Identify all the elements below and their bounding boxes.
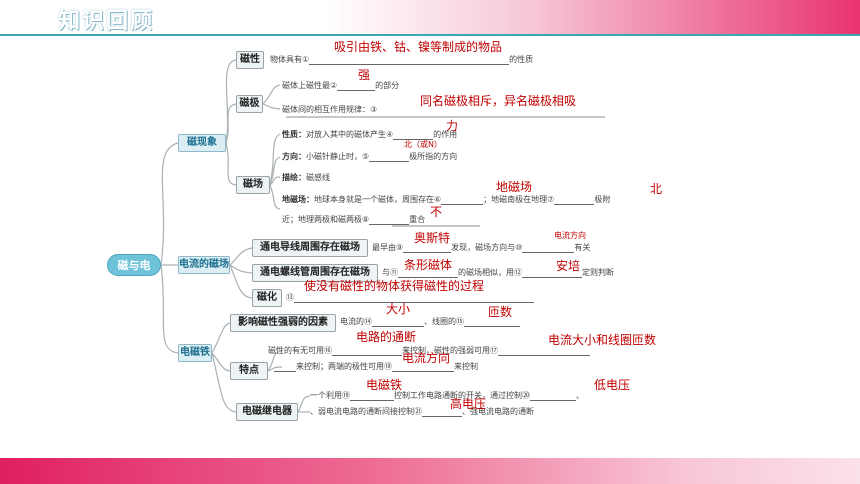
answer-7: 北 bbox=[650, 182, 663, 196]
line-3: 磁体间的相互作用规律：③ bbox=[282, 105, 378, 114]
answer-15: 匝数 bbox=[488, 305, 513, 319]
answer-10: 电流方向 bbox=[554, 231, 586, 240]
answer-2: 强 bbox=[358, 68, 371, 82]
answer-8: 不 bbox=[430, 205, 443, 219]
footer-bar bbox=[0, 458, 860, 484]
line-12: 电流的⑭、线圈的⑮ bbox=[340, 316, 520, 327]
line-11: ⑬ bbox=[286, 292, 534, 303]
node-relay: 电磁继电器 bbox=[236, 403, 298, 421]
answer-13: 使没有磁性的物体获得磁性的过程 bbox=[304, 279, 485, 293]
answer-18: 电流方向 bbox=[402, 351, 451, 365]
answer-17: 电流大小和线圈匝数 bbox=[548, 333, 657, 347]
answer-16: 电路的通断 bbox=[356, 330, 417, 344]
header-bar bbox=[0, 0, 860, 34]
line-6: 描绘：磁感线 bbox=[282, 173, 330, 182]
answer-4: 力 bbox=[446, 119, 459, 133]
category-current-magnetic-field: 电流的磁场 bbox=[178, 256, 230, 274]
answer-21: 高电压 bbox=[450, 397, 487, 411]
answer-3: 同名磁极相斥，异名磁极相吸 bbox=[420, 94, 577, 108]
node-solenoid-field: 通电螺线管周围存在磁场 bbox=[252, 264, 378, 282]
node-wire-field: 通电导线周围存在磁场 bbox=[252, 239, 368, 257]
root-node: 磁与电 bbox=[107, 254, 161, 276]
answer-12: 安培 bbox=[556, 259, 581, 273]
node-strength-factors: 影响磁性强弱的因素 bbox=[230, 314, 336, 332]
answer-5: 北（或N） bbox=[404, 140, 442, 149]
node-magnetism: 磁性 bbox=[236, 51, 264, 69]
node-magnetization: 磁化 bbox=[252, 289, 282, 307]
answer-9: 奥斯特 bbox=[414, 231, 451, 245]
answer-19: 电磁铁 bbox=[366, 378, 403, 392]
answer-20: 低电压 bbox=[594, 378, 631, 392]
answer-11: 条形磁体 bbox=[404, 258, 453, 272]
node-magnetic-field: 磁场 bbox=[236, 176, 270, 194]
node-magnetic-pole: 磁极 bbox=[236, 95, 263, 113]
category-electromagnet: 电磁铁 bbox=[178, 344, 212, 362]
answer-14: 大小 bbox=[386, 302, 411, 316]
answer-6: 地磁场 bbox=[496, 180, 533, 194]
node-features: 特点 bbox=[230, 362, 268, 380]
category-magnetic-phenomena: 磁现象 bbox=[178, 134, 226, 152]
line-16: 、弱电流电路的通断间接控制㉑、强电流电路的通断 bbox=[310, 407, 534, 417]
page-title: 知识回顾 bbox=[58, 9, 155, 34]
answer-1: 吸引由铁、钴、镍等制成的物品 bbox=[334, 40, 503, 54]
header-divider bbox=[0, 34, 860, 36]
